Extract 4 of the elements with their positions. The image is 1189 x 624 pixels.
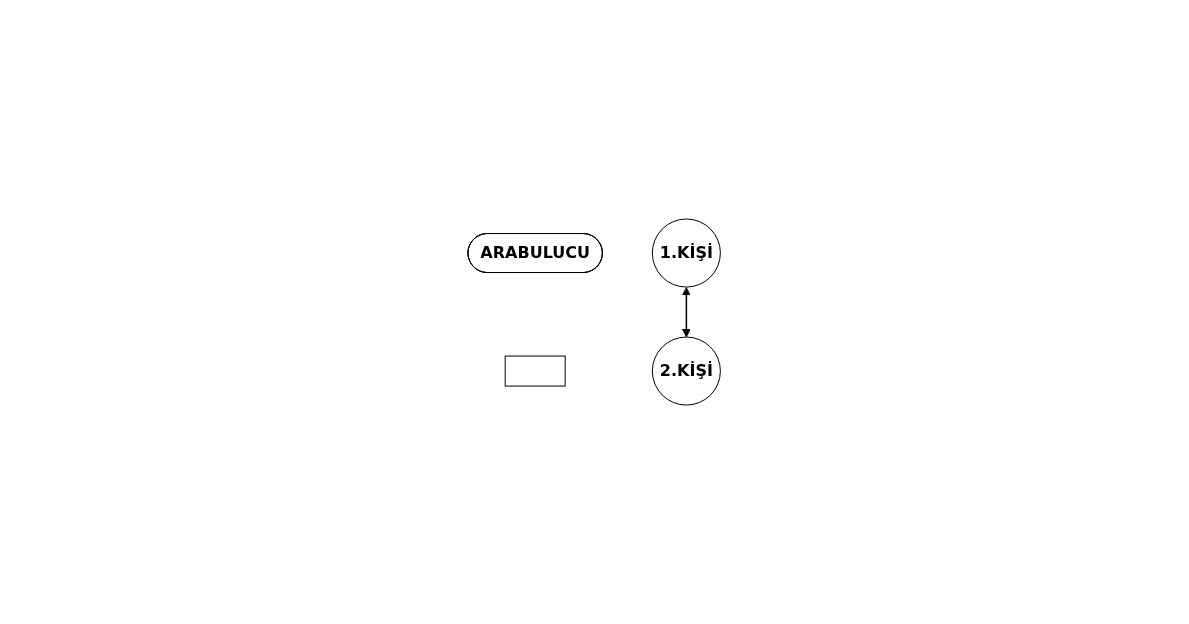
node-box <box>505 355 566 387</box>
node-circle: 1.KİŞİ <box>652 218 722 288</box>
arrow <box>682 287 692 338</box>
node-circle: 2.KİŞİ <box>652 336 722 406</box>
